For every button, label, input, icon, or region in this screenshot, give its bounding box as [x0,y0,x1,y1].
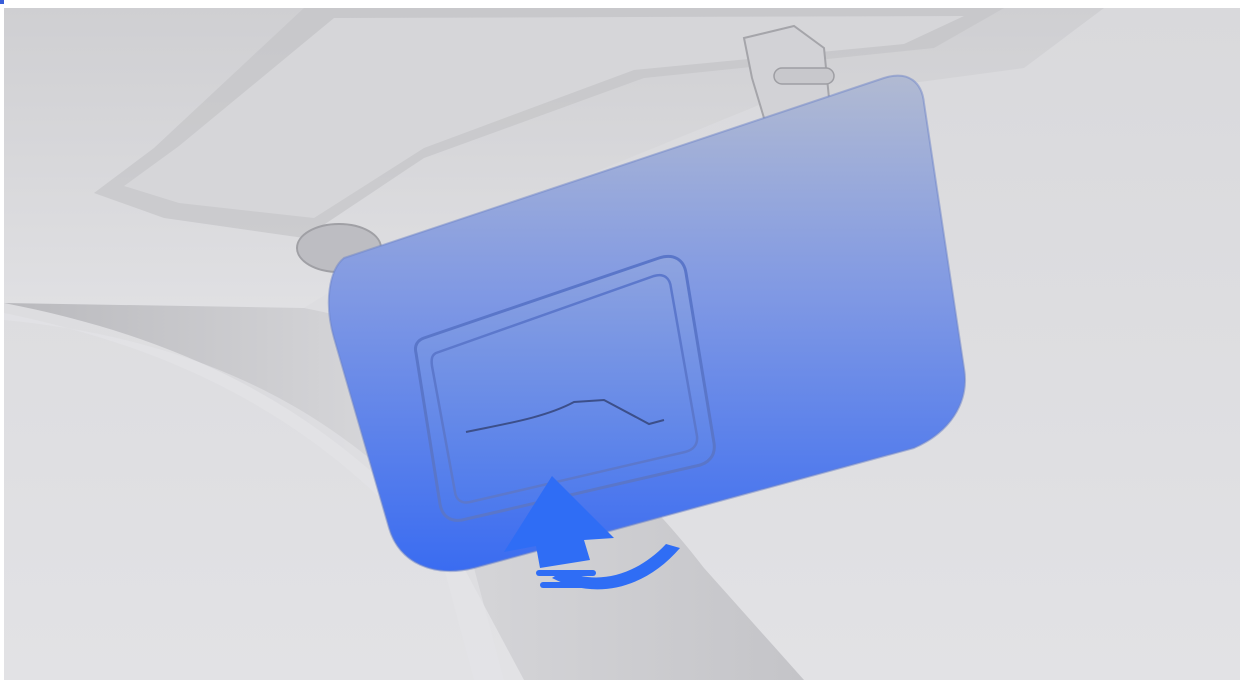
corner-mark [0,0,4,4]
rotate-arrow-stripe-2 [540,582,596,588]
visor-rod [774,68,834,84]
rotate-arrow-stripe [536,570,596,576]
sun-visor-illustration [4,8,1240,680]
